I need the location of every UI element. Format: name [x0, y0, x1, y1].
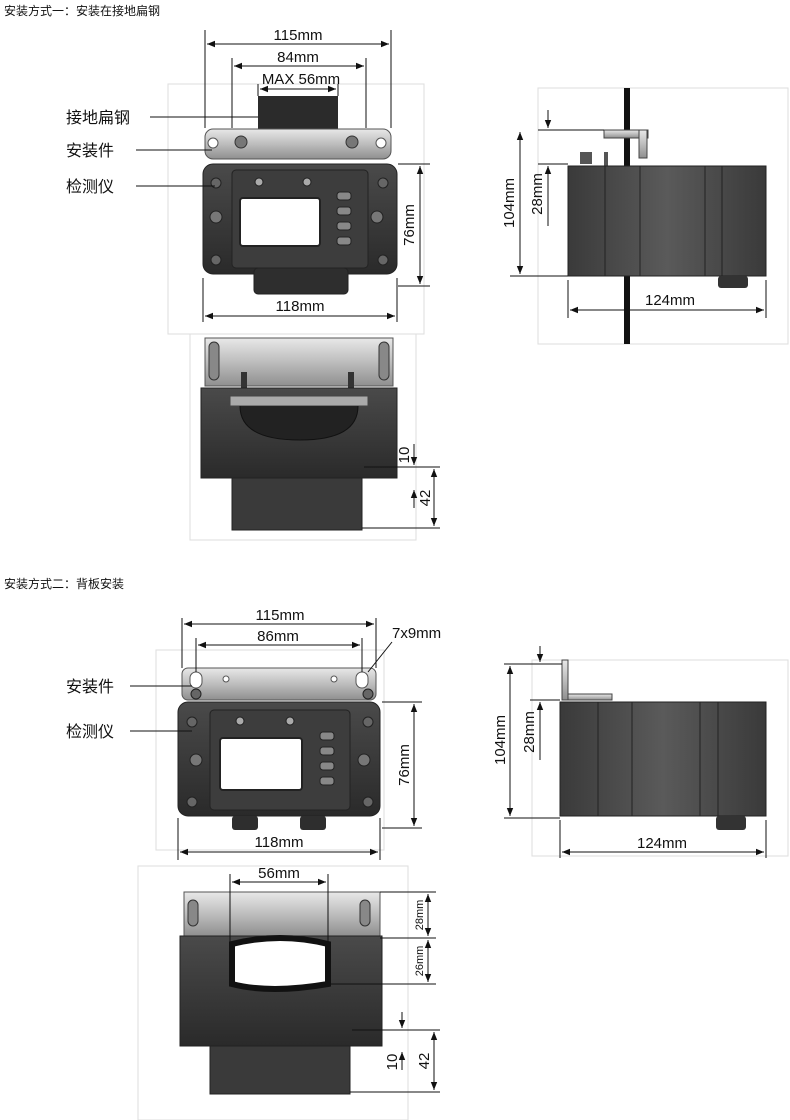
dim-10-1: 10 [396, 447, 413, 464]
label-bracket-2: 安装件 [66, 677, 114, 696]
display-screen-2 [219, 737, 303, 791]
dim-max56: MAX 56mm [262, 71, 340, 88]
bracket-plate-2 [181, 667, 377, 701]
dim-28-2: 28mm [521, 711, 538, 753]
dim-124-2: 124mm [637, 835, 687, 852]
front-view-1 [202, 96, 398, 295]
side-view-2 [559, 659, 767, 830]
dim-115-2: 115mm [256, 607, 305, 624]
dim-28-bottom: 28mm [414, 900, 426, 931]
dim-28-1: 28mm [529, 173, 546, 215]
dim-56-2: 56mm [258, 865, 300, 882]
front-view-2 [177, 667, 381, 830]
dim-84: 84mm [277, 49, 319, 66]
display-screen [239, 197, 321, 247]
dim-104-1: 104mm [501, 178, 518, 228]
dim-42-1: 42 [417, 490, 434, 507]
dim-118-1: 118mm [276, 298, 325, 315]
grounding-steel [258, 96, 338, 130]
dim-slot: 7x9mm [392, 625, 441, 642]
side-body-1 [567, 165, 767, 277]
bottom-view-1 [200, 337, 398, 531]
dim-104-2: 104mm [492, 715, 509, 765]
dim-42-2: 42 [416, 1053, 433, 1070]
label-device-2: 检测仪 [66, 722, 114, 741]
dim-86: 86mm [257, 628, 299, 645]
section2-title: 安装方式二：背板安装 [4, 577, 125, 591]
dim-76-1: 76mm [401, 204, 418, 246]
section1-title: 安装方式一：安装在接地扁钢 [4, 4, 161, 18]
dim-26-bottom: 26mm [414, 946, 426, 977]
bottom-view-2 [179, 891, 383, 1095]
label-grounding-steel: 接地扁钢 [66, 108, 130, 127]
label-device-1: 检测仪 [66, 177, 114, 196]
dim-10-2: 10 [384, 1054, 401, 1071]
label-bracket-1: 安装件 [66, 141, 114, 160]
dim-124-1: 124mm [645, 292, 695, 309]
side-view-1 [567, 88, 767, 344]
dim-115-1: 115mm [274, 27, 323, 44]
dim-118-2: 118mm [255, 834, 304, 851]
dim-76-2: 76mm [396, 744, 413, 786]
bracket-plate [204, 128, 392, 160]
